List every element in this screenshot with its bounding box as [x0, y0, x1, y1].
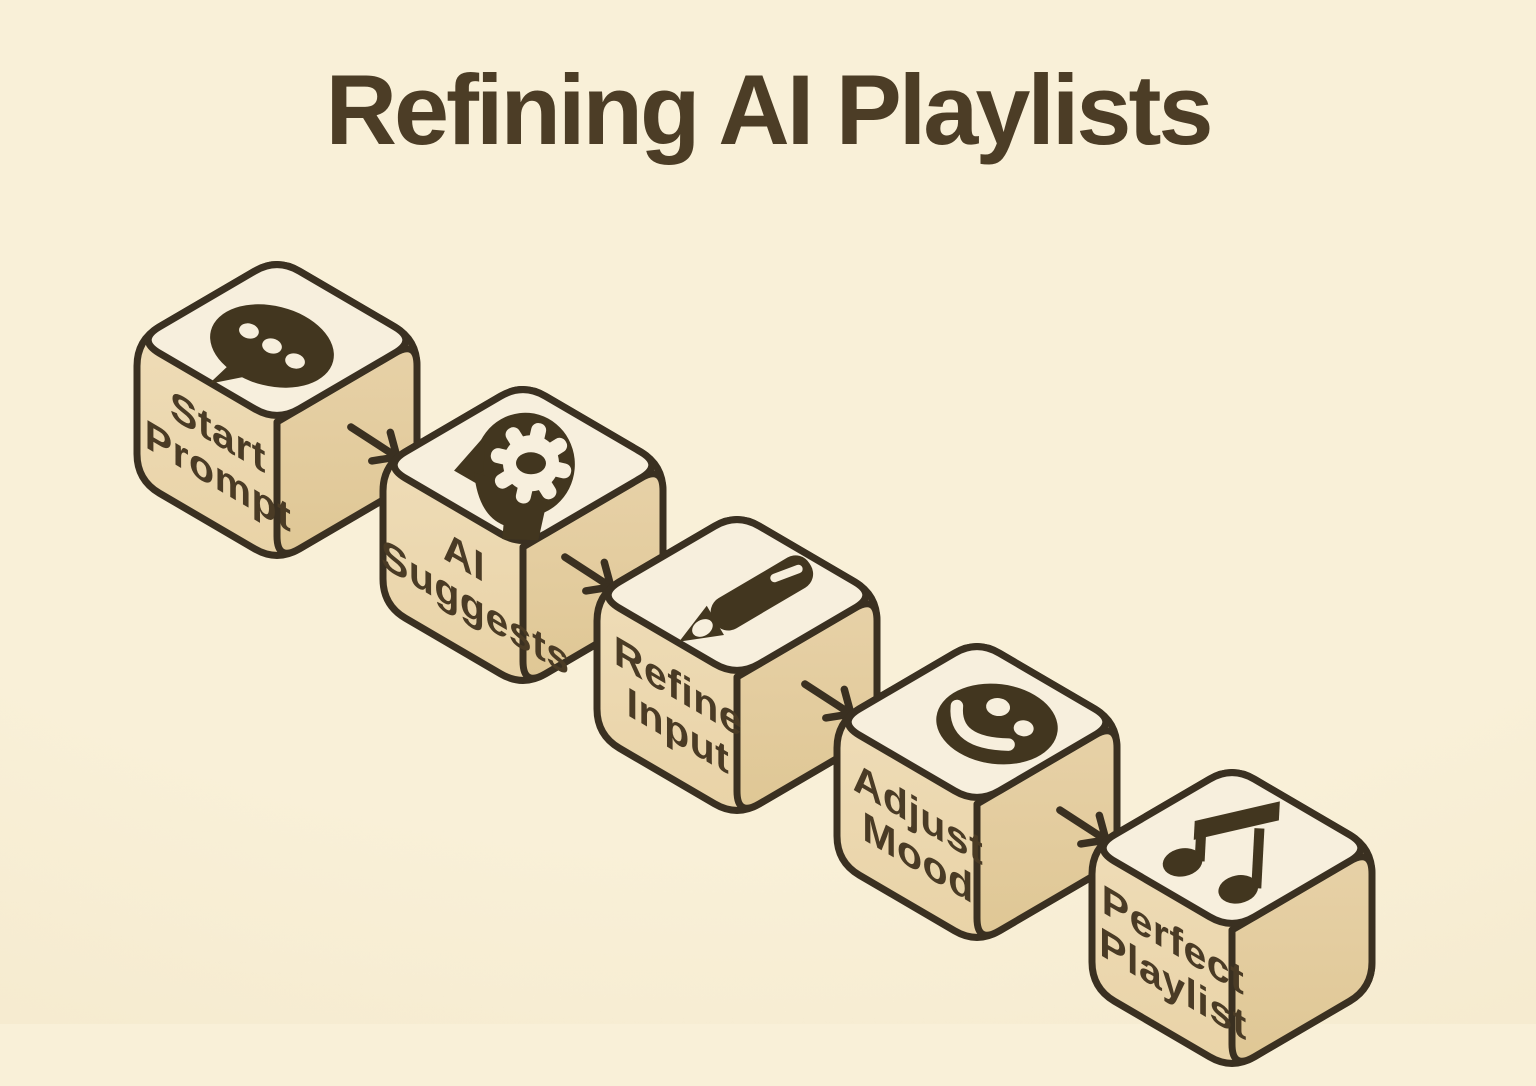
step-cube-perfect-playlist: Perfect Playlist [1082, 756, 1382, 1086]
step-cube-start-prompt: Start Prompt [127, 248, 427, 578]
cube-graphic [133, 261, 421, 559]
smiley-face-icon [936, 683, 1058, 765]
gear-glyph [490, 423, 572, 504]
cube-graphic [833, 643, 1121, 941]
chat-bubble-icon [208, 304, 334, 388]
page-title: Refining AI Playlists [325, 54, 1213, 165]
pencil-icon [679, 555, 814, 642]
cube-top-face [1099, 769, 1365, 927]
head-gear-icon [454, 412, 575, 541]
step-cube-adjust-mood: Adjust Mood [827, 630, 1127, 960]
cube-graphic [593, 516, 881, 814]
cube-graphic [1088, 769, 1376, 1067]
music-note-icon [1162, 801, 1280, 904]
step-cube-refine-input: Refine Input [587, 503, 887, 833]
